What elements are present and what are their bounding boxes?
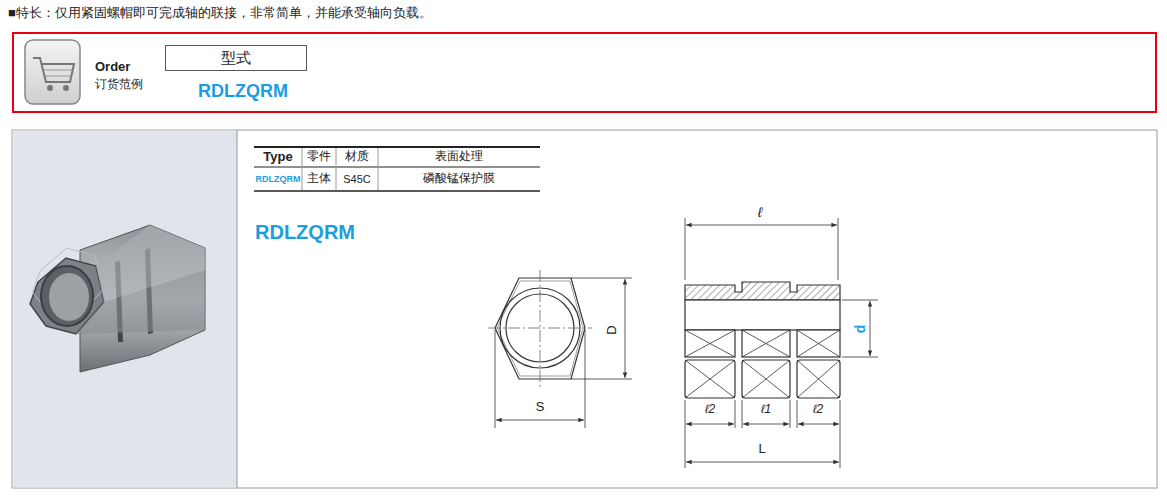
- content-panel: [12, 130, 1157, 488]
- front-view: [488, 270, 632, 428]
- table-header: 表面处理: [435, 150, 483, 164]
- dimension-label: ℓ2: [705, 403, 716, 417]
- table-header: Type: [263, 150, 292, 165]
- type-box: 型式: [165, 45, 307, 71]
- table-cell: 磷酸锰保护膜: [423, 172, 495, 186]
- order-panel-text: 订货范例: [95, 76, 143, 93]
- spec-table: [254, 147, 540, 191]
- drawing-heading: RDLZQRM: [255, 221, 355, 244]
- table-header: 零件: [307, 150, 331, 164]
- dimension-label: ℓ2: [813, 403, 824, 417]
- table-cell: RDLZQRM: [256, 174, 301, 184]
- dimension-label: d: [852, 325, 868, 334]
- type-box-text: 型式: [221, 49, 251, 68]
- side-view: [685, 218, 878, 468]
- table-header: 材质: [345, 150, 369, 164]
- product-photo: [30, 225, 205, 372]
- cell-divider: [237, 130, 238, 488]
- table-cell: 主体: [307, 172, 331, 186]
- order-type-code: RDLZQRM: [198, 81, 288, 102]
- table-cell: S45C: [343, 173, 371, 186]
- order-panel-text: Order: [95, 59, 130, 74]
- order-panel: Order 订货范例 型式: [12, 32, 1157, 113]
- dimension-label: ℓ: [758, 204, 763, 220]
- cart-icon: [25, 40, 80, 104]
- dimension-label: D: [605, 325, 620, 334]
- dimension-label: L: [758, 442, 765, 457]
- dimension-label: S: [536, 400, 545, 415]
- photo-cell: [13, 131, 238, 488]
- feature-heading: ■特长：仅用紧固螺帽即可完成轴的联接，非常简单，并能承受轴向负载。: [8, 6, 432, 21]
- dimension-label: ℓ1: [761, 403, 772, 417]
